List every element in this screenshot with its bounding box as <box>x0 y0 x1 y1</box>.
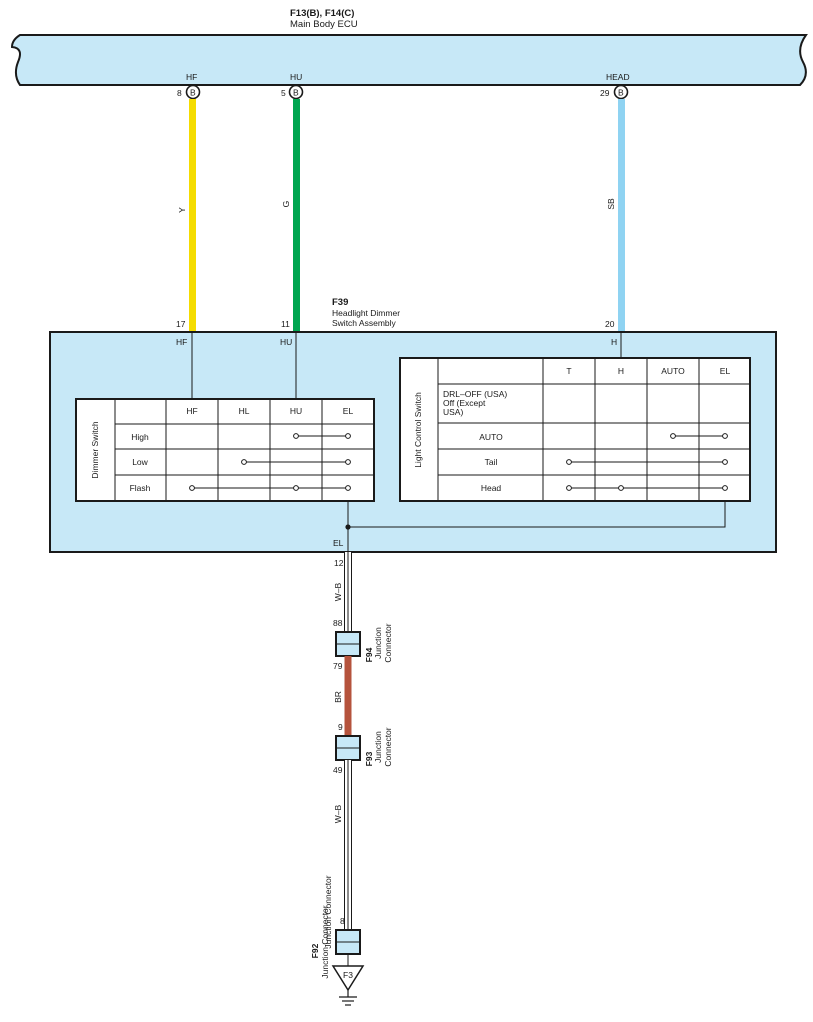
dimmer-row-high: High <box>131 432 149 442</box>
wire-hu-color-label: G <box>281 201 291 208</box>
f93-pin-bottom: 49 <box>333 765 343 775</box>
switch-terminal-hf: HF <box>176 337 187 347</box>
ecu-connector-hu-letter: B <box>293 88 299 98</box>
ecu-pin-hf: 8 <box>177 88 182 98</box>
switch-terminal-hu: HU <box>280 337 292 347</box>
switch-assembly-name-2: Switch Assembly <box>332 318 397 328</box>
ecu-bar <box>10 34 808 86</box>
wire-el-lower-color-label: W–B <box>333 804 343 823</box>
f93-code: F93 <box>364 751 374 766</box>
switch-pin-hf: 17 <box>176 319 186 329</box>
lcs-row-auto: AUTO <box>479 432 503 442</box>
f92-code: F92 <box>310 943 320 958</box>
wire-el-upper-color-label: W–B <box>333 582 343 601</box>
dimmer-col-hu: HU <box>290 406 302 416</box>
ecu-name: Main Body ECU <box>290 19 358 30</box>
ecu-connector-hu-circle <box>288 84 304 100</box>
ecu-pin-head: 29 <box>600 88 610 98</box>
lcs-col-el: EL <box>720 366 731 376</box>
dimmer-row-flash: Flash <box>130 483 151 493</box>
ground-icon <box>339 990 357 1006</box>
dimmer-switch-table <box>75 398 375 502</box>
ecu-terminal-head-label: HEAD <box>606 72 630 82</box>
switch-terminal-el: EL <box>333 538 344 548</box>
ecu-connector-head-circle <box>613 84 629 100</box>
dimmer-col-hf: HF <box>186 406 197 416</box>
f92-name-upper: Junction Connector <box>323 875 333 948</box>
f94-code: F94 <box>364 647 374 662</box>
dimmer-col-hl: HL <box>239 406 250 416</box>
lcs-row-drl-off-line: USA) <box>443 407 463 417</box>
light-control-switch-table <box>399 357 751 502</box>
wire-brown-color-label: BR <box>333 691 343 703</box>
f94-pin-top: 88 <box>333 618 343 628</box>
wire-hu-green <box>293 99 300 332</box>
f93-pin-top: 9 <box>338 722 343 732</box>
switch-assembly-name-1: Headlight Dimmer <box>332 308 400 318</box>
lcs-row-drl-off-line: DRL–OFF (USA) <box>443 389 507 399</box>
ecu-connector-hf-letter: B <box>190 88 196 98</box>
lcs-row-drl-off-line: Off (Except <box>443 398 486 408</box>
wire-el-lower <box>344 760 352 930</box>
dimmer-switch-connections <box>189 433 351 491</box>
wire-hf-color-label: Y <box>177 207 187 213</box>
f93-label-1: Junction <box>373 731 383 763</box>
wire-head-color-label: SB <box>606 198 616 210</box>
ground-label: F3 <box>343 970 353 980</box>
f92-pin: 8 <box>340 916 345 926</box>
f94-label-2: Connector <box>383 623 393 662</box>
lcs-row-tail: Tail <box>485 457 498 467</box>
switch-pin-h: 20 <box>605 319 615 329</box>
switch-pin-el: 12 <box>334 558 344 568</box>
ground-triangle <box>331 965 365 992</box>
light-control-switch-title: Light Control Switch <box>413 392 423 468</box>
f94-label-1: Junction <box>373 627 383 659</box>
switch-assembly-code: F39 <box>332 297 348 308</box>
wire-brown <box>344 656 352 736</box>
ecu-pin-hu: 5 <box>281 88 286 98</box>
switch-terminal-h: H <box>611 337 617 347</box>
ecu-connector-hf-circle <box>185 84 201 100</box>
f93-label-2: Connector <box>383 727 393 766</box>
wire-head-skyblue <box>618 99 625 332</box>
dimmer-row-low: Low <box>132 457 148 467</box>
wire-el-upper <box>344 552 352 632</box>
light-control-switch-connections <box>566 433 728 491</box>
dimmer-col-el: EL <box>343 406 354 416</box>
ecu-terminal-hf-label: HF <box>186 72 197 82</box>
switch-pin-hu: 11 <box>281 319 290 329</box>
ecu-terminal-hu-label: HU <box>290 72 302 82</box>
lcs-col-t: T <box>566 366 571 376</box>
ecu-connector-title: F13(B), F14(C) <box>290 8 354 19</box>
dimmer-switch-title: Dimmer Switch <box>90 421 100 478</box>
f92-name-side: Junction Connector <box>320 905 330 978</box>
lcs-col-auto: AUTO <box>661 366 685 376</box>
f94-pin-bottom: 79 <box>333 661 343 671</box>
wire-hf-yellow <box>189 99 196 332</box>
el-junction-dot <box>345 524 351 530</box>
lcs-col-h: H <box>618 366 624 376</box>
lcs-row-head: Head <box>481 483 502 493</box>
ecu-connector-head-letter: B <box>618 88 624 98</box>
